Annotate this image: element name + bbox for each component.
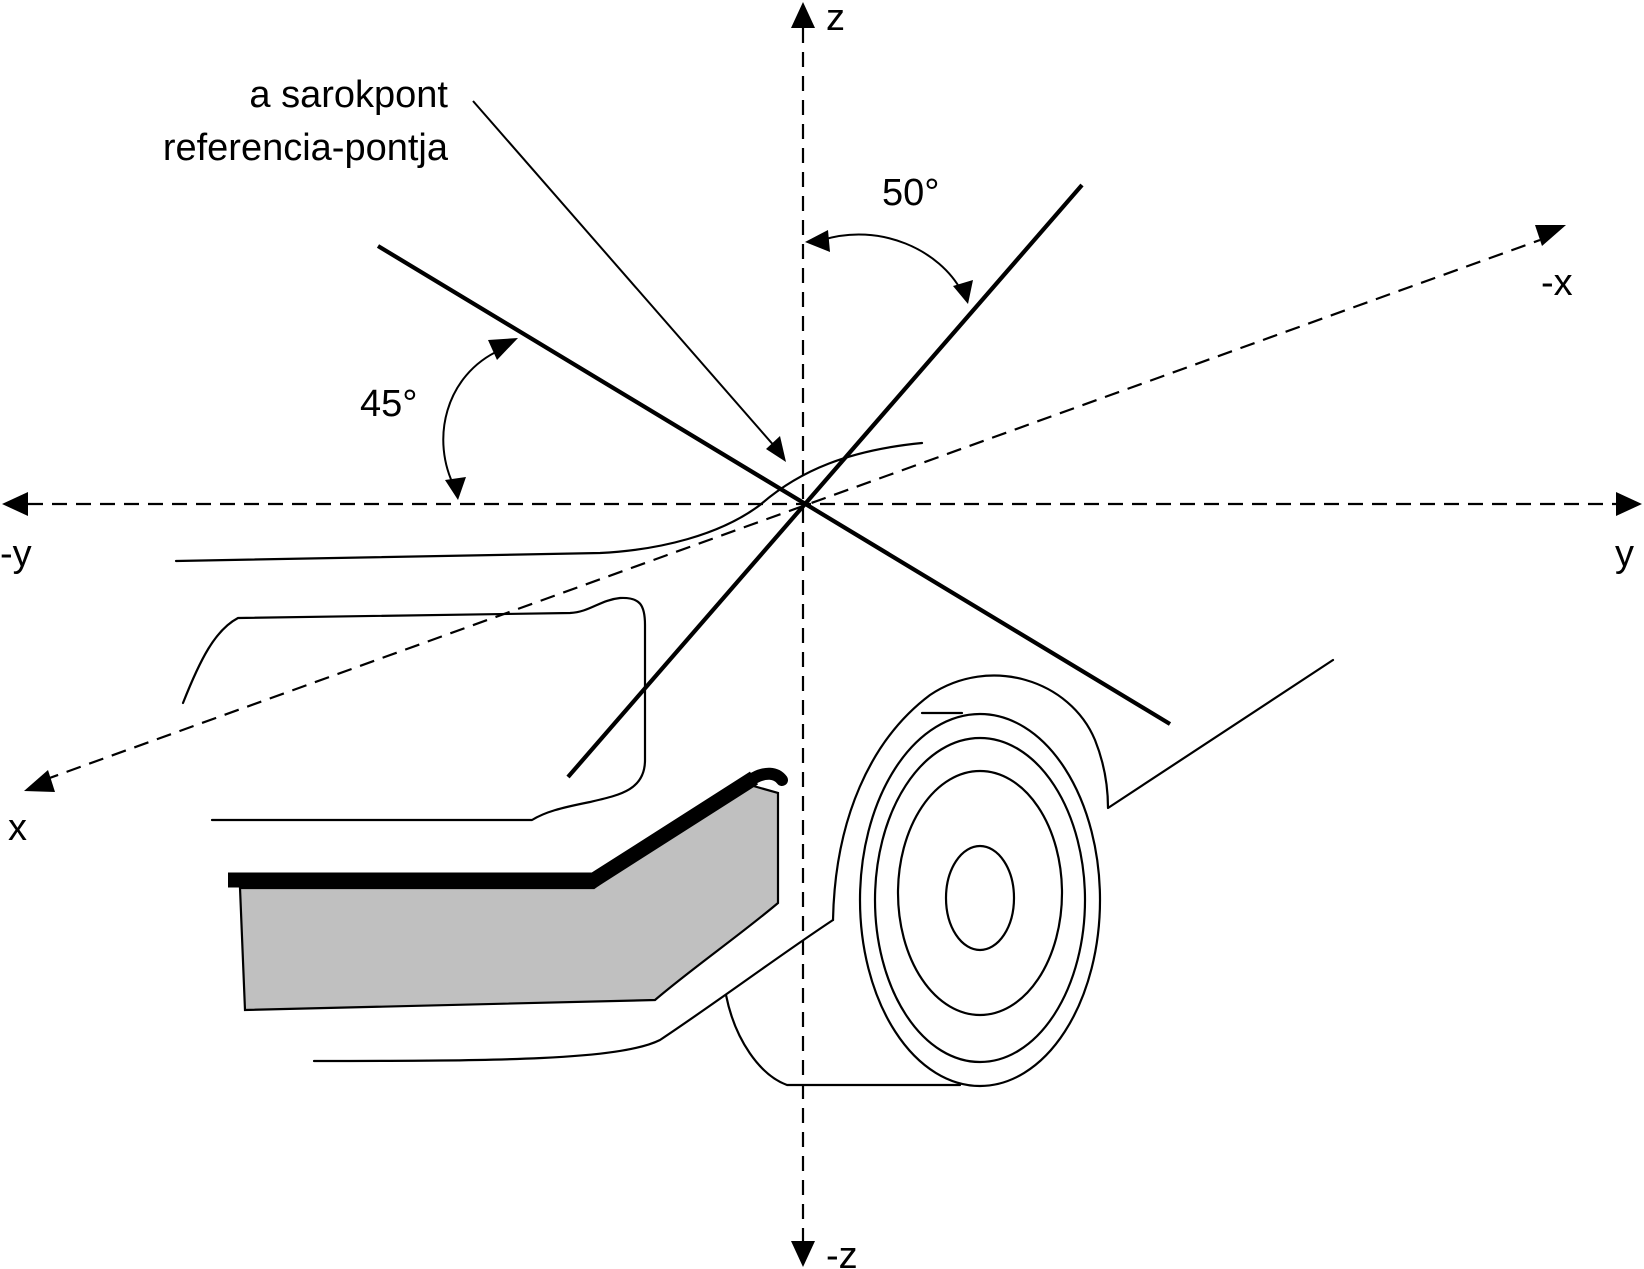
wheel-hub [944,844,1016,952]
y-axis-arrow-left [2,492,28,516]
boundary-lines [376,183,1172,779]
label-angle-45: 45° [360,383,417,425]
wheel-arch [831,658,1335,922]
angle-arc-45 [442,349,501,489]
angle-arc-50 [821,233,963,293]
x-axis [43,238,1541,782]
label-z: z [826,0,845,39]
lower-body-line [312,918,835,1063]
y-axis-arrow-right [1616,492,1642,516]
wheel-rim [896,769,1064,1017]
x-axis-arrow-x [24,770,55,792]
angle-arcs [442,230,973,500]
tyre-outer [858,712,1102,1088]
reference-leader-arrow [766,436,786,462]
headlamp [181,596,647,822]
angle-arc-50-arrow-start [805,230,830,252]
label-y: y [1615,533,1634,575]
reference-leader-line [472,100,777,449]
label-reference-line2: referencia-pontja [163,127,449,169]
vehicle-outline [174,441,1335,1088]
label-angle-50: 50° [882,172,939,214]
label-neg-z: -z [826,1235,858,1269]
label-reference-line1: a sarokpont [249,74,448,116]
bumper-top-edge [228,771,759,888]
label-x: x [8,807,27,849]
z-axis-arrow-bottom [791,1241,815,1267]
angle-arc-45-arrow-end [445,477,466,500]
angle-arc-45-arrow-start [488,338,518,360]
tyre-inner [873,736,1087,1064]
wheel-well-lower [724,993,962,1087]
label-neg-x: -x [1541,262,1573,304]
bumper-corner-cap [748,767,788,786]
hood-line [174,441,924,563]
boundary-line-45 [376,244,1172,726]
label-neg-y: -y [0,533,32,575]
angle-arc-50-arrow-end [953,280,973,304]
x-axis-arrow-negx [1535,225,1566,246]
reference-leader [472,100,786,462]
z-axis-arrow-top [791,2,815,28]
boundary-line-50 [566,183,1084,779]
